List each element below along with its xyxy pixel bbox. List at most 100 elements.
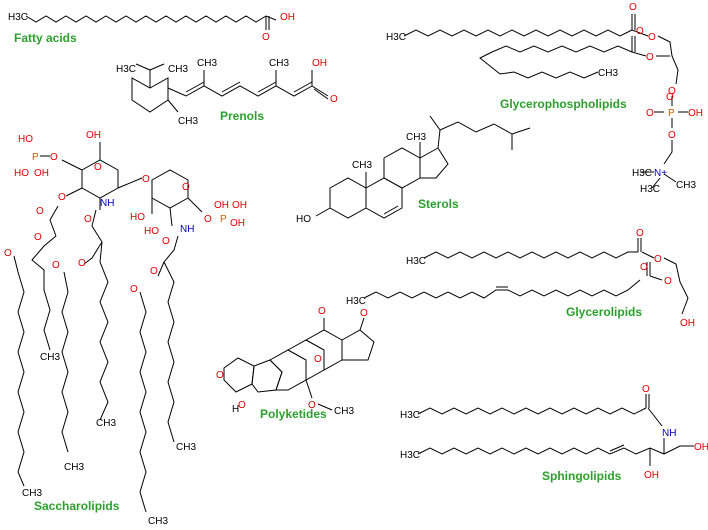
sacch-ch3-5: CH3	[176, 442, 196, 453]
sphingo-o: O	[642, 384, 650, 395]
glycerolipid-structure: H3C O O OH O O H3C	[346, 228, 695, 329]
polyketide-ch3: CH3	[334, 406, 354, 417]
fatty-acid-h3c: H3C	[8, 12, 28, 23]
sacch-nh-1: NH	[100, 198, 114, 209]
glycerolipid-o-1: O	[636, 228, 644, 239]
gpl-n-plus: N+	[654, 168, 667, 179]
sacch-p-1: P	[32, 152, 39, 163]
fatty-acid-o: O	[262, 32, 270, 43]
sacch-o-2: O	[58, 192, 66, 203]
glycerolipid-h3c-2: H3C	[346, 296, 366, 307]
sacch-ho-1: HO	[18, 134, 33, 145]
gpl-h3c-3: H3C	[640, 184, 660, 195]
sacch-ch3-6: CH3	[148, 516, 168, 527]
sphingo-oh-1: OH	[694, 442, 708, 453]
gpl-o-3: O	[646, 52, 654, 63]
glycerolipid-o-3: O	[664, 276, 672, 287]
sacch-o-7: O	[4, 248, 12, 259]
sacch-ch3-2: CH3	[22, 488, 42, 499]
sacch-oh-4: OH	[232, 200, 247, 211]
prenol-ch3-4: CH3	[269, 58, 289, 69]
sacch-oh-2: OH	[34, 168, 49, 179]
sacch-o-6: O	[34, 232, 42, 243]
sacch-oh-5: OH	[230, 218, 245, 229]
polyketide-structure: O O O O O O CH3 H	[216, 306, 375, 417]
polyketide-o-3: O	[314, 354, 322, 365]
sacch-o-11: O	[162, 236, 170, 247]
sacch-oh-1: OH	[86, 130, 101, 141]
gpl-o-8: O	[668, 130, 676, 141]
polyketide-o-2: O	[238, 400, 246, 411]
glycerolipid-h3c-1: H3C	[406, 256, 426, 267]
sacch-o-3: O	[142, 174, 150, 185]
sacch-ho-4: HO	[144, 226, 159, 237]
glycerolipid-o-4: O	[640, 262, 648, 273]
prenol-h3c-1: H3C	[116, 64, 136, 75]
prenol-oh: OH	[312, 58, 327, 69]
glycerolipid-o-2: O	[654, 254, 662, 265]
gpl-ch3-2: CH3	[676, 180, 696, 191]
sacch-o-5: O	[36, 206, 44, 217]
polyketide-o-6: O	[308, 400, 316, 411]
sterol-structure: CH3 CH3 HO	[296, 115, 531, 225]
gpl-o-4: O	[636, 26, 644, 37]
label-saccharolipids: Saccharolipids	[34, 499, 120, 513]
sacch-o-9: O	[78, 258, 86, 269]
sacch-o-13: O	[130, 284, 138, 295]
sacch-p-2: P	[220, 214, 227, 225]
sacch-o-8: O	[84, 214, 92, 225]
polyketide-o-4: O	[318, 306, 326, 317]
polyketide-o-5: O	[360, 308, 368, 319]
gpl-o-5: O	[668, 86, 676, 97]
sacch-o-ring-1: O	[94, 162, 102, 173]
label-sphingolipids: Sphingolipids	[542, 469, 622, 483]
sphingo-h3c-2: H3C	[400, 450, 420, 461]
gpl-o-7: O	[666, 92, 674, 103]
sacch-o-10: O	[52, 260, 60, 271]
label-glycerophospholipids: Glycerophospholipids	[500, 97, 627, 111]
gpl-p: P	[668, 108, 675, 119]
label-polyketides: Polyketides	[260, 407, 327, 421]
gpl-o-2: O	[648, 32, 656, 43]
polyketide-h-label: H	[232, 404, 239, 415]
sacch-o-ring-2: O	[182, 182, 190, 193]
sphingo-oh-2: OH	[644, 470, 659, 481]
gpl-h3c-2: H3C	[632, 168, 652, 179]
prenol-ch3-3: CH3	[197, 58, 217, 69]
label-glycerolipids: Glycerolipids	[566, 305, 642, 319]
sacch-ch3-1: CH3	[40, 352, 60, 363]
sterol-ch3-1: CH3	[352, 160, 372, 171]
prenol-ch3-2: CH3	[178, 116, 198, 127]
sphingo-h3c-1: H3C	[400, 410, 420, 421]
gpl-ch3: CH3	[598, 68, 618, 79]
gpl-o-1: O	[629, 2, 637, 13]
glycerolipid-oh: OH	[680, 318, 695, 329]
sacch-ch3-4: CH3	[64, 462, 84, 473]
label-prenols: Prenols	[220, 109, 264, 123]
sterol-ho: HO	[296, 214, 311, 225]
sacch-o-4: O	[204, 214, 212, 225]
gpl-h3c-1: H3C	[386, 32, 406, 43]
sacch-o-1: O	[50, 152, 58, 163]
sacch-ch3-3: CH3	[96, 418, 116, 429]
glycerophospholipid-structure: H3C O O O O CH3 O P O O OH O N+ H3C CH3 …	[386, 2, 703, 195]
sphingo-nh: NH	[662, 428, 676, 439]
fatty-acid-oh: OH	[280, 12, 295, 23]
sacch-o-12: O	[150, 266, 158, 277]
saccharolipid-structure: O OH O P HO HO OH O NH O O HO HO O P OH …	[4, 130, 247, 527]
gpl-oh: OH	[688, 108, 703, 119]
gpl-o-6: O	[646, 108, 654, 119]
sacch-ho-3: HO	[130, 212, 145, 223]
label-fatty-acids: Fatty acids	[14, 31, 77, 45]
label-sterols: Sterols	[418, 197, 459, 211]
sterol-ch3-2: CH3	[406, 132, 426, 143]
prenol-o: O	[330, 94, 338, 105]
prenol-structure: H3C CH3 CH3 CH3 CH3 OH O	[116, 58, 338, 127]
polyketide-o-1: O	[216, 370, 224, 381]
sacch-nh-2: NH	[180, 224, 194, 235]
sacch-oh-3: OH	[214, 200, 229, 211]
prenol-ch3-1: CH3	[168, 64, 188, 75]
fatty-acid-structure: H3C O OH	[8, 12, 295, 43]
sacch-ho-2: HO	[14, 168, 29, 179]
